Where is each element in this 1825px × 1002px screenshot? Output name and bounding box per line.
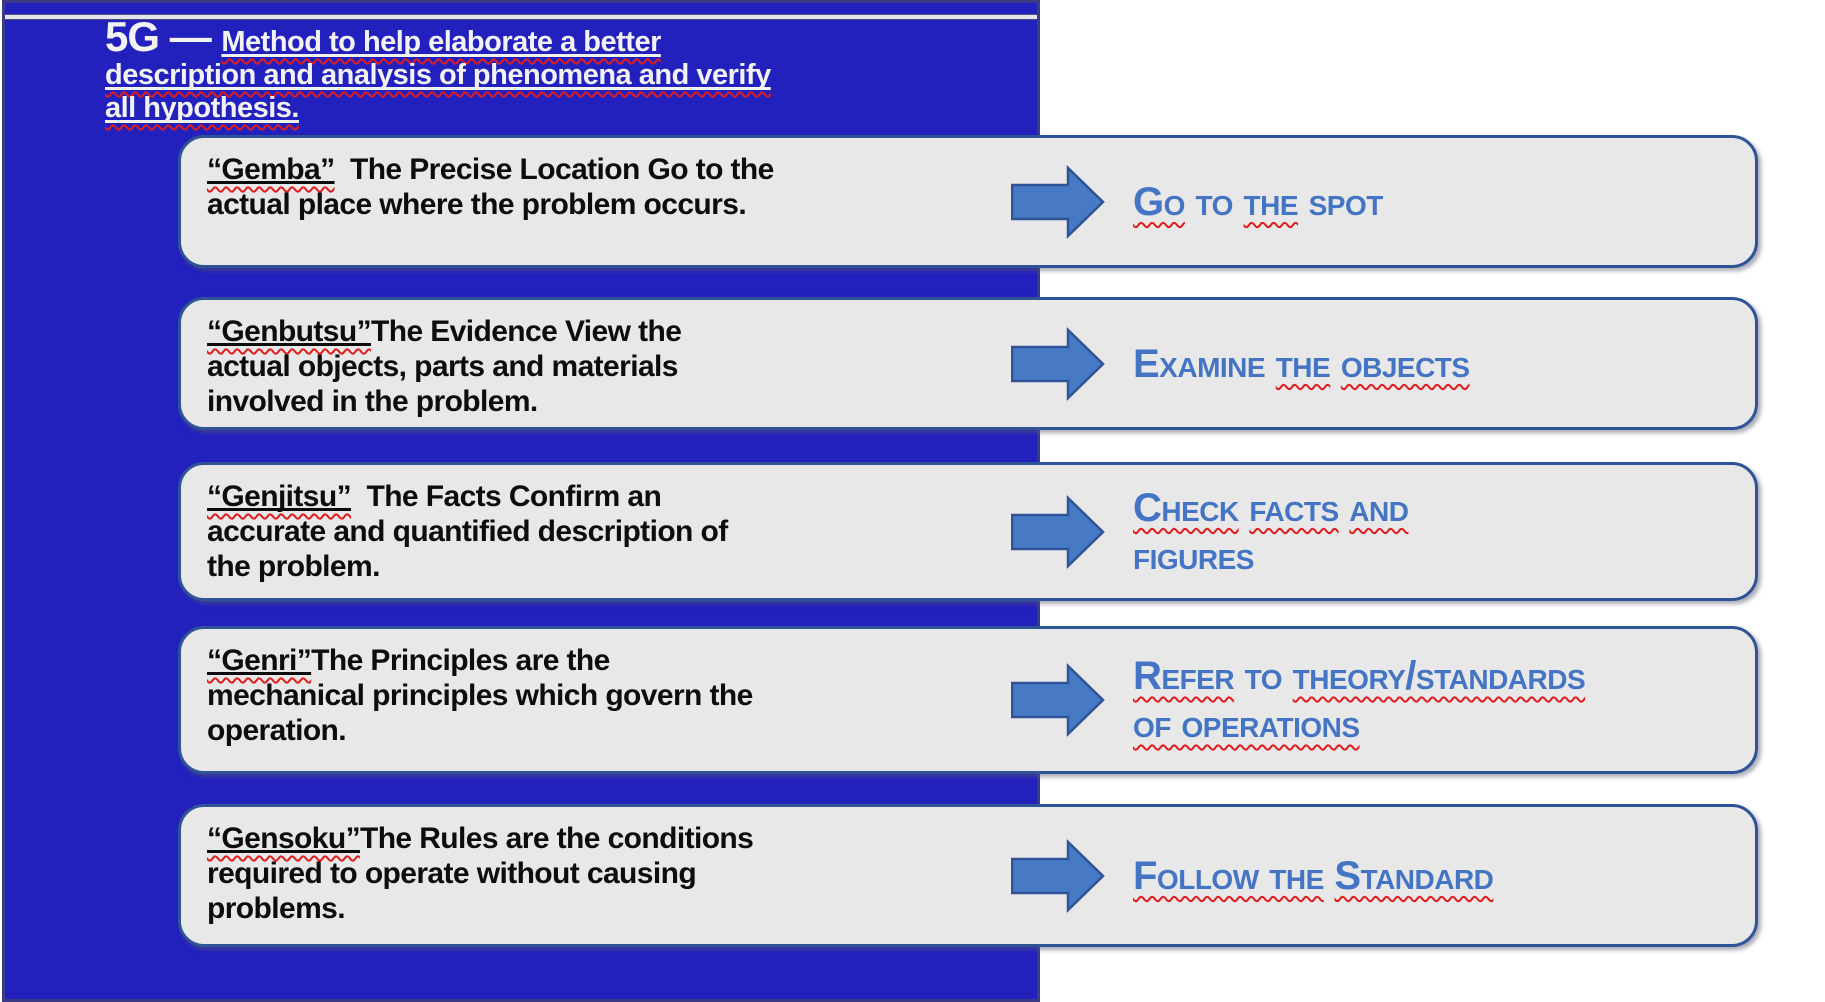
action-label-word: facts: [1249, 485, 1339, 530]
action-label: Examine the objects: [1133, 300, 1748, 427]
action-label: Go to the spot: [1133, 138, 1748, 265]
action-label-word: figures: [1133, 533, 1254, 578]
description-line: operation.: [207, 714, 347, 747]
g-term: “Genjitsu”: [207, 480, 352, 513]
action-label-word: and: [1349, 485, 1409, 530]
description-line: actual place where the problem occurs.: [207, 188, 747, 221]
g-term: “Gemba”: [207, 153, 335, 186]
g-term-text: “Genjitsu”: [207, 480, 352, 513]
description-line: The Rules are the conditions: [359, 822, 754, 855]
action-label-word: Go: [1133, 179, 1185, 224]
action-label-line: Go to the spot: [1133, 178, 1748, 226]
right-arrow-icon: [1011, 494, 1105, 569]
description-line: mechanical principles which govern the: [207, 679, 753, 712]
action-label-word: theory/standards: [1292, 654, 1586, 698]
action-label-word: Follow the: [1133, 853, 1324, 898]
action-label-line: of operations: [1133, 700, 1748, 748]
action-label-line: Refer to theory/standards: [1133, 652, 1748, 700]
title-line-text: Method to help elaborate a better: [221, 26, 661, 58]
g-term: “Genbutsu”: [207, 315, 372, 348]
g-term: “Genri”: [207, 644, 312, 677]
description-line: The Evidence View the: [371, 315, 682, 348]
action-label-word: spot: [1298, 179, 1384, 224]
description-line: The Precise Location Go to the: [334, 153, 774, 186]
action-label-word: Refer: [1133, 654, 1235, 698]
action-label-word: to: [1234, 654, 1293, 698]
action-label-line: Check facts and: [1133, 484, 1748, 532]
description-line: The Facts Confirm an: [351, 480, 662, 513]
panel-divider-line: [5, 14, 1037, 20]
description-line: problems.: [207, 892, 346, 925]
description-line: accurate and quantified description of: [207, 515, 728, 548]
action-label: Follow the Standard: [1133, 807, 1748, 944]
action-label-line: figures: [1133, 532, 1748, 580]
g-term-text: “Gensoku”: [207, 822, 361, 855]
g-term-text: “Genbutsu”: [207, 315, 372, 348]
title-line: description and analysis of phenomena an…: [105, 59, 771, 91]
action-label-word: the: [1275, 341, 1331, 386]
g-term-text: “Gemba”: [207, 153, 335, 186]
description-line: The Principles are the: [311, 644, 610, 677]
action-label-line: Follow the Standard: [1133, 852, 1748, 900]
action-label-word: of operations: [1133, 702, 1360, 746]
g-term: “Gensoku”: [207, 822, 361, 855]
right-arrow-icon: [1011, 326, 1105, 401]
description-line: required to operate without causing: [207, 857, 697, 890]
action-label-word: to: [1184, 179, 1244, 224]
title-line: all hypothesis.: [105, 92, 299, 124]
g-term-text: “Genri”: [207, 644, 312, 677]
action-label-word: the: [1243, 179, 1299, 224]
title-line-text: all hypothesis.: [105, 92, 299, 124]
action-label-word: Examine: [1133, 341, 1276, 386]
description-line: involved in the problem.: [207, 385, 538, 418]
action-label-word: [1239, 486, 1250, 530]
action-label-word: Standard: [1334, 853, 1494, 898]
title-line: Method to help elaborate a better: [221, 26, 661, 58]
action-label-word: [1339, 486, 1350, 530]
right-arrow-icon: [1011, 663, 1105, 737]
description-line: the problem.: [207, 550, 380, 583]
action-label-word: objects: [1340, 341, 1470, 386]
description-line: actual objects, parts and materials: [207, 350, 678, 383]
action-label-word: Check: [1133, 485, 1239, 530]
title-prefix: 5G —: [105, 13, 222, 60]
right-arrow-icon: [1011, 164, 1105, 239]
action-label-word: [1324, 854, 1335, 898]
title-line-text: description and analysis of phenomena an…: [105, 59, 771, 91]
action-label-word: [1330, 342, 1341, 386]
right-arrow-icon: [1011, 838, 1105, 913]
action-label-line: Examine the objects: [1133, 340, 1748, 388]
